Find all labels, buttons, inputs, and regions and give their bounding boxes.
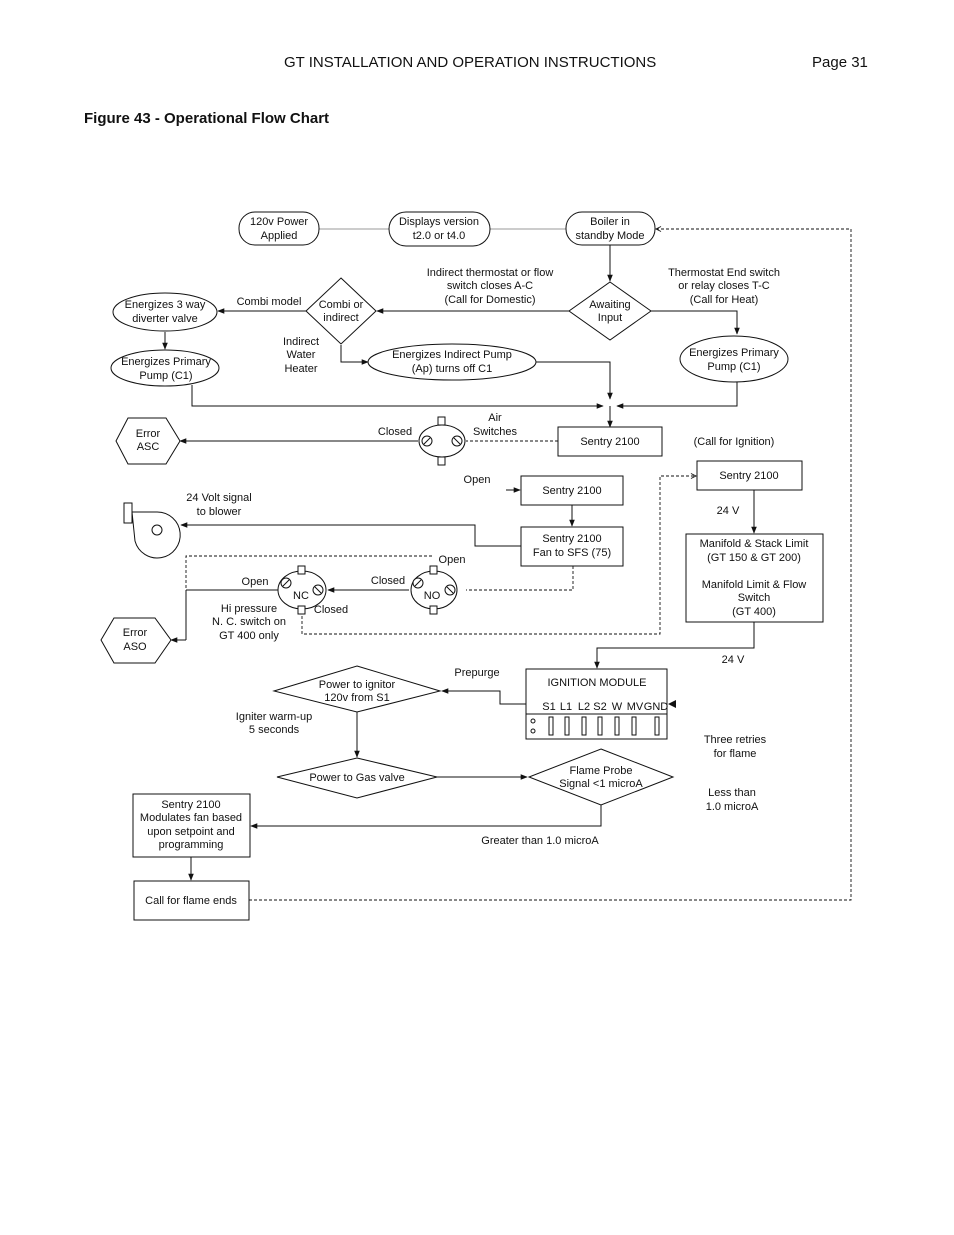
- gas-valve-decision: [276, 757, 438, 799]
- combi-model-note: Combi model: [237, 296, 302, 308]
- closed-note-3: Closed: [314, 604, 348, 616]
- manifold-label: Manifold & Stack Limit(GT 150 & GT 200)M…: [700, 538, 809, 618]
- sentry-right-label: Sentry 2100: [719, 470, 778, 482]
- open-note-1: Open: [464, 474, 491, 486]
- ignition-module: [525, 668, 676, 740]
- volt-24-note-b: 24 V: [722, 654, 745, 666]
- dashed-closed-sentry: [301, 476, 696, 635]
- no-switch-icon: [410, 565, 458, 615]
- sentry-1-label: Sentry 2100: [580, 436, 639, 448]
- error-aso-node: [100, 617, 172, 664]
- primary-pump-right-node: [679, 335, 789, 383]
- open-note-2: Open: [439, 554, 466, 566]
- arrow-manifold-module: [594, 622, 755, 669]
- dashed-return-standby: [249, 229, 852, 901]
- flame-probe-decision: [527, 748, 675, 806]
- arrow-probe-modulates: [250, 805, 602, 829]
- figure-title: Figure 43 - Operational Flow Chart: [84, 110, 330, 127]
- display-version-node: [388, 211, 491, 247]
- arrow-leftpump-junction: [191, 385, 604, 409]
- volt-24-note-a: 24 V: [717, 505, 740, 517]
- primary-pump-left-node: [110, 349, 220, 387]
- arrow-rightpump-junction: [616, 381, 738, 409]
- blower-icon: [123, 502, 181, 559]
- sentry-fan-box: [520, 526, 624, 567]
- sentry-2-box: [520, 475, 624, 506]
- flame-ends-box: [133, 880, 250, 921]
- arrow-fan-blower: [180, 522, 521, 547]
- air-switch-icon: [418, 416, 466, 466]
- sentry-right-box: [696, 460, 803, 491]
- sentry-1-box: [557, 426, 663, 457]
- indirect-pump-label: Energizes Indirect Pump(Ap) turns off C1: [392, 349, 512, 375]
- open-note-3: Open: [242, 576, 269, 588]
- modulates-box: [132, 793, 251, 858]
- awaiting-input-decision: [568, 281, 652, 341]
- flame-ends-label: Call for flame ends: [145, 895, 237, 907]
- power-applied-node: [238, 211, 320, 246]
- standby-node: [565, 211, 656, 246]
- nc-label: NC: [293, 590, 309, 602]
- arrow-indirect-junction: [536, 361, 613, 400]
- arrow-awaiting-pump: [651, 310, 740, 335]
- no-label: NO: [424, 590, 441, 602]
- page-number: Page 31: [812, 54, 868, 71]
- sentry-2-label: Sentry 2100: [542, 485, 601, 497]
- ignition-module-title: IGNITION MODULE: [547, 677, 646, 689]
- dashed-open-loop: [185, 555, 432, 588]
- error-asc-node: [115, 417, 181, 465]
- header-title: GT INSTALLATION AND OPERATION INSTRUCTIO…: [284, 54, 657, 71]
- dashed-fan-no: [466, 566, 574, 591]
- closed-note-1: Closed: [378, 426, 412, 438]
- indirect-pump-node: [367, 343, 537, 381]
- arrow-combi-indirect: [340, 345, 369, 365]
- call-for-ignition-note: (Call for Ignition): [694, 436, 775, 448]
- gas-valve-label: Power to Gas valve: [309, 772, 404, 784]
- arrow-prepurge-ignitor: [441, 688, 527, 705]
- manifold-box: [685, 533, 824, 623]
- greater-than-note: Greater than 1.0 microA: [481, 835, 599, 847]
- nc-switch-icon: [277, 565, 327, 615]
- prepurge-note: Prepurge: [454, 667, 499, 679]
- ignitor-power-decision: [272, 665, 442, 713]
- three-way-valve-node: [112, 292, 218, 332]
- closed-note-2: Closed: [371, 575, 405, 587]
- combi-decision: [305, 277, 377, 345]
